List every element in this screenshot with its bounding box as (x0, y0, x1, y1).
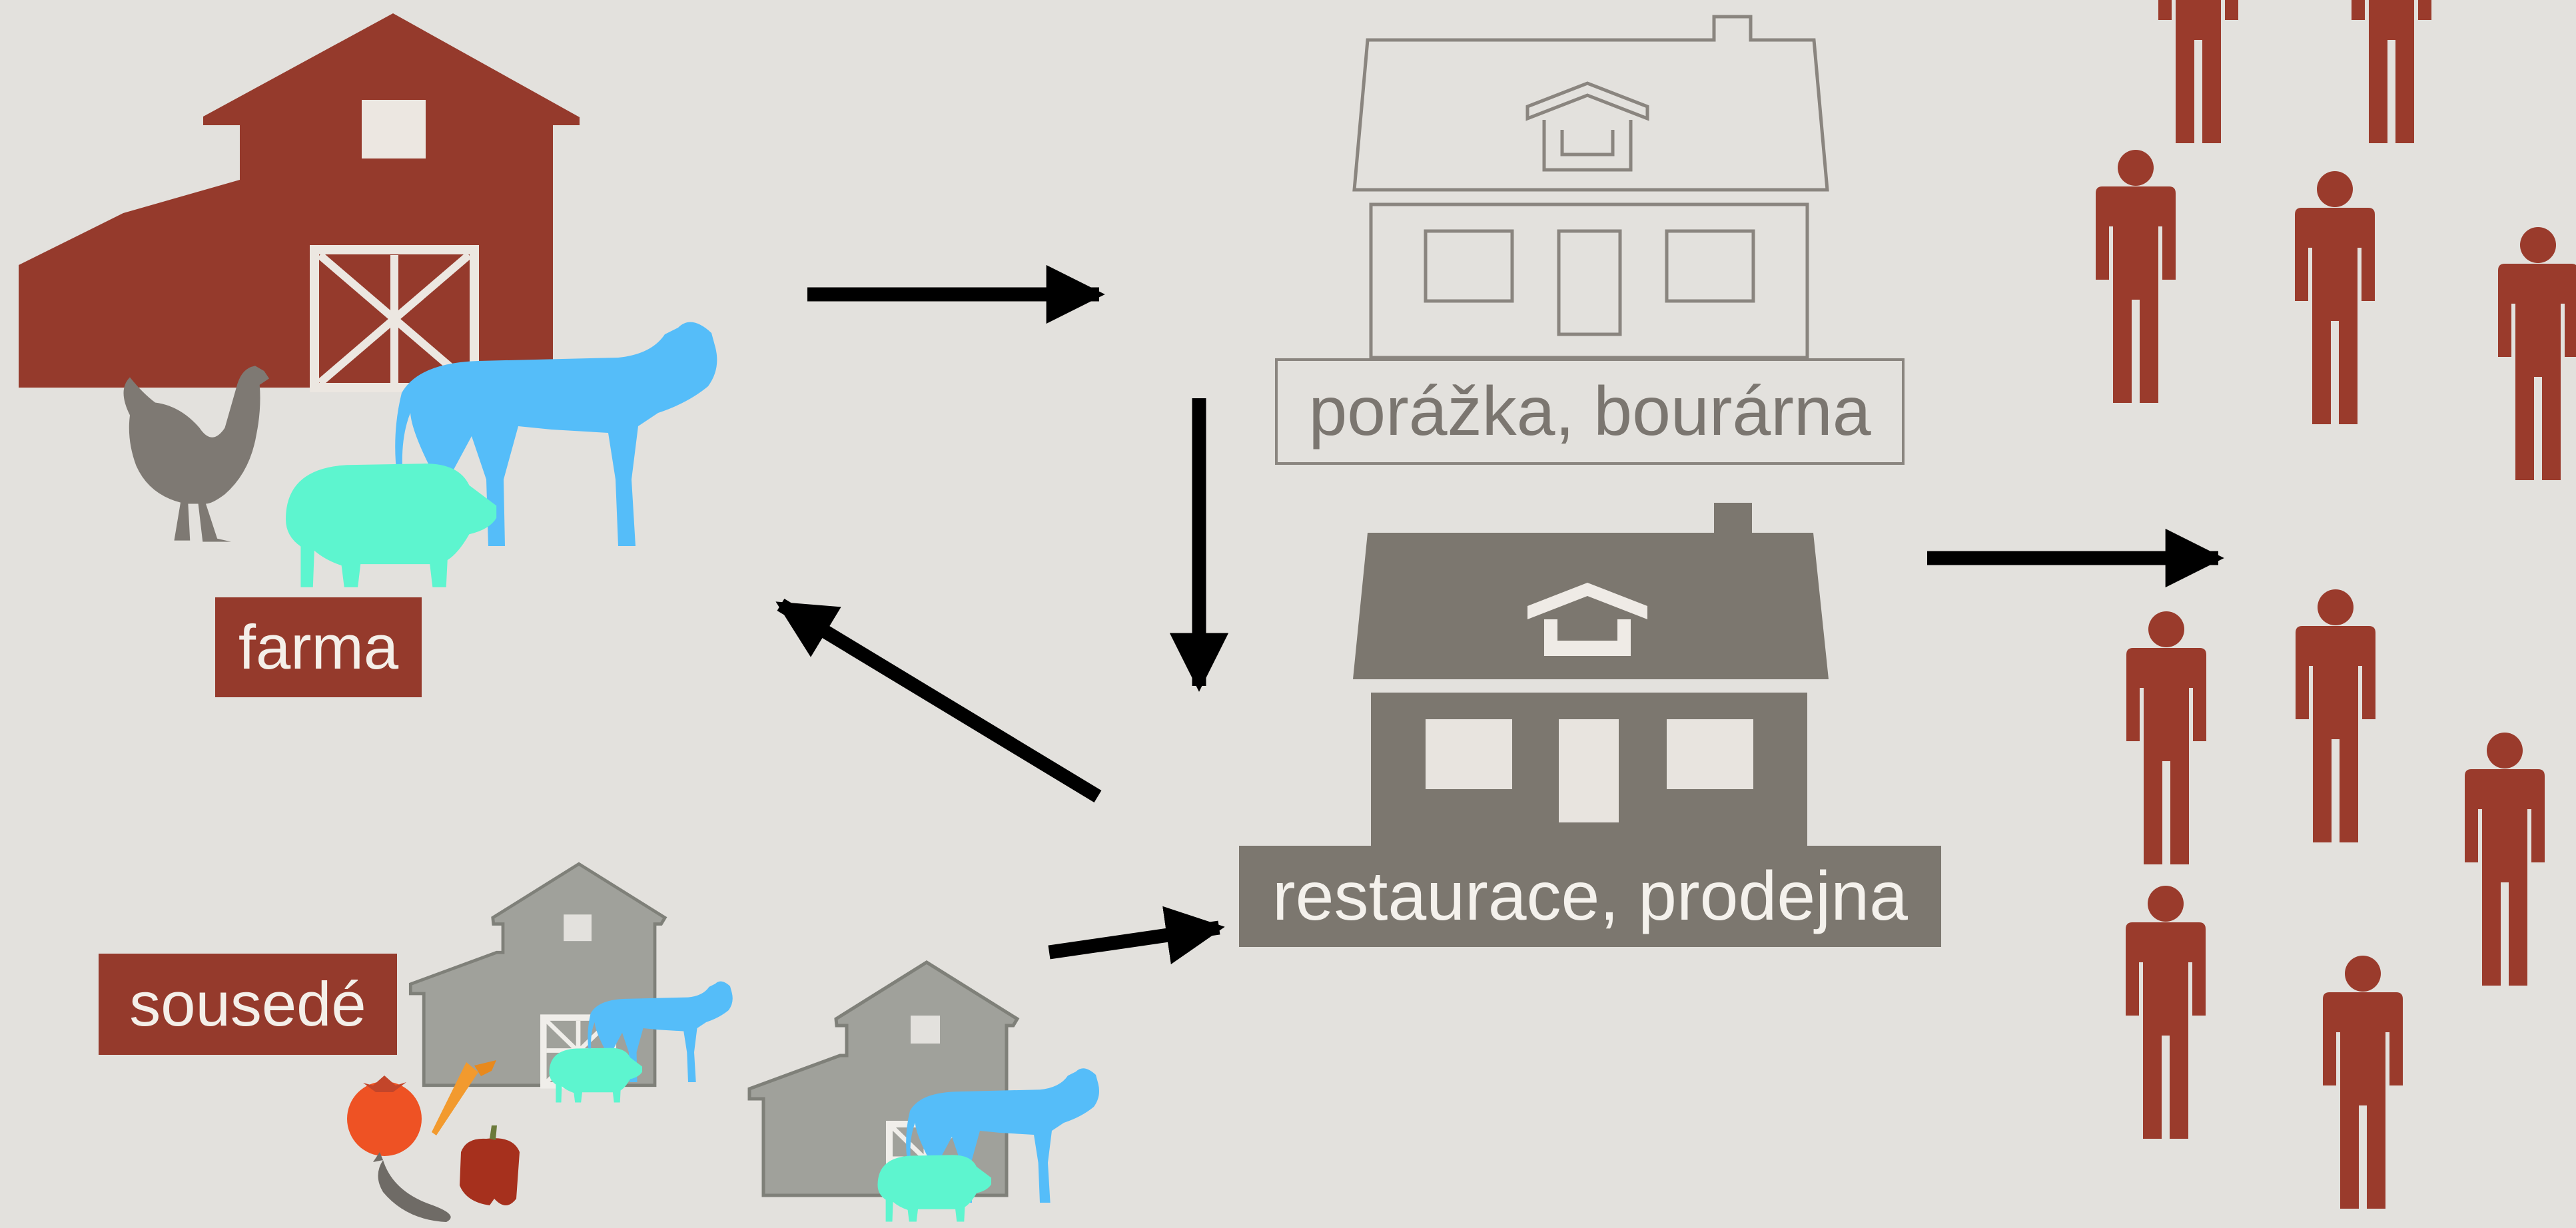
restaurant-house-icon (1353, 503, 1829, 852)
farm-label: farma (215, 597, 422, 697)
neighbor-pig-icon-1 (549, 1048, 642, 1103)
person-icon-1 (2158, 0, 2238, 143)
restaurant-label: restaurace, prodejna (1239, 846, 1941, 947)
person-icon-5 (2498, 227, 2576, 480)
farm-pig-icon (286, 463, 497, 587)
person-icon-9 (2126, 886, 2206, 1139)
person-icon-8 (2465, 733, 2545, 986)
person-icon-7 (2296, 589, 2375, 842)
person-icon-2 (2352, 0, 2431, 143)
slaughterhouse-house-icon (1352, 15, 1829, 360)
person-icon-10 (2323, 956, 2403, 1209)
slaughterhouse-label: porážka, bourárna (1275, 358, 1905, 465)
neighbor-barn-icon-2 (749, 962, 1017, 1195)
person-icon-6 (2126, 611, 2206, 864)
carrot-icon (432, 1060, 496, 1135)
neighbor-barn-icon-1 (410, 864, 665, 1085)
farm-barn-icon (19, 13, 580, 392)
neighbors-label: sousedé (99, 954, 397, 1055)
chili-icon (373, 1152, 451, 1222)
farm-hen-icon (123, 366, 269, 542)
person-icon-4 (2295, 171, 2375, 424)
neighbor-pig-icon-2 (877, 1155, 991, 1222)
arrow-restaurant-to-farm-icon (775, 599, 1102, 802)
pepper-icon (460, 1125, 520, 1205)
person-icon-3 (2096, 150, 2176, 403)
people-group (2096, 0, 2576, 1209)
tomato-icon (347, 1075, 422, 1156)
arrow-neighbors-to-restaurant-icon (1048, 906, 1225, 965)
arrows (775, 264, 2224, 965)
